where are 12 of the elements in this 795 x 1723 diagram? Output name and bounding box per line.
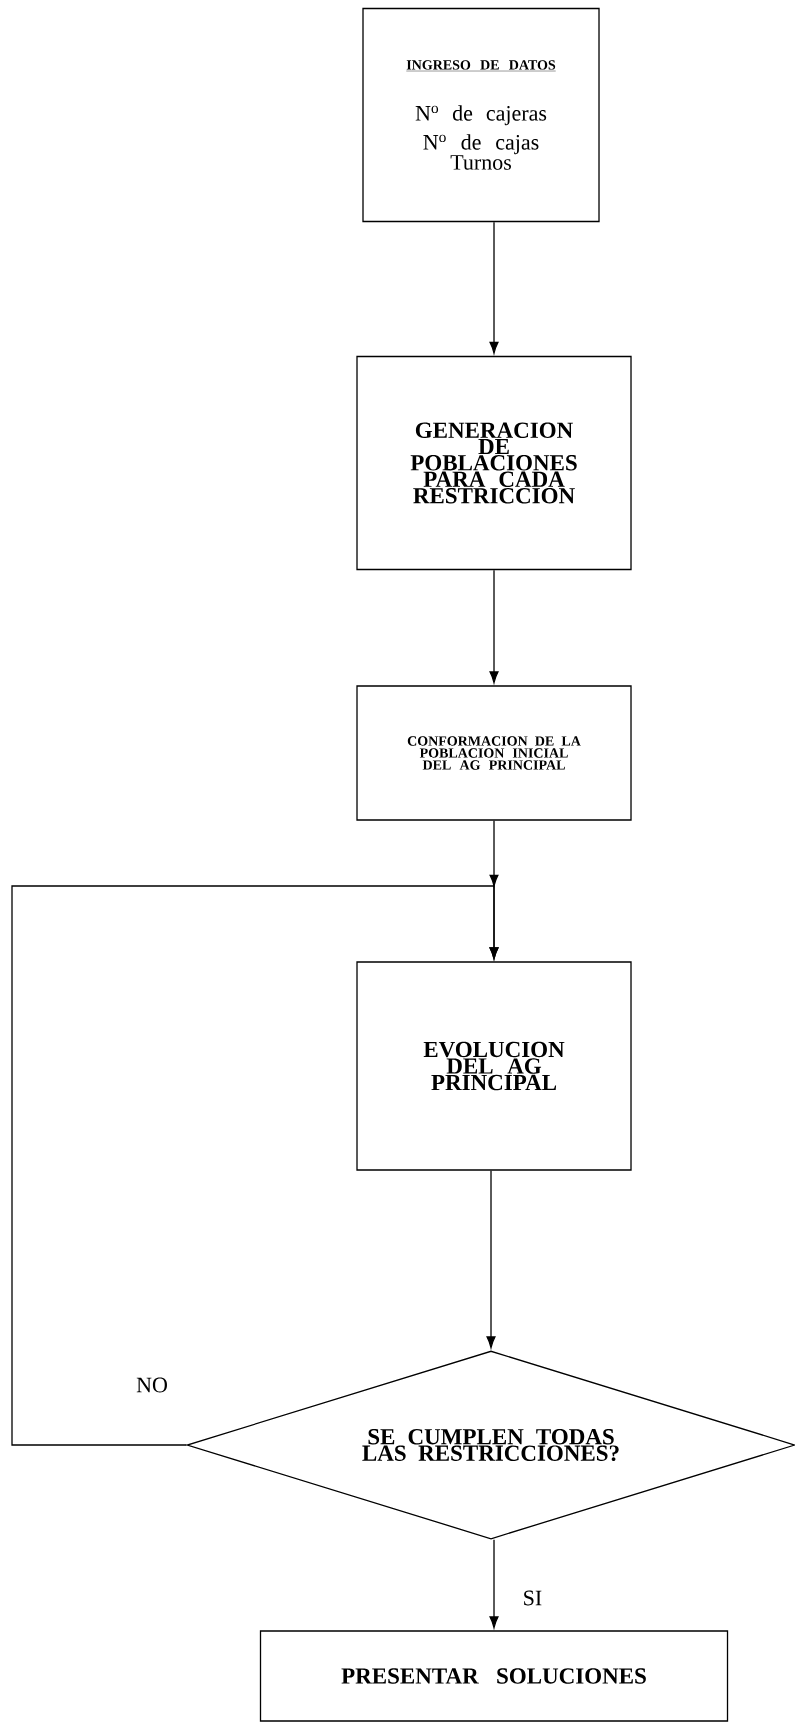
arrow bbox=[489, 569, 499, 684]
arrow bbox=[486, 1170, 496, 1349]
process-box: EVOLUCION DEL AG PRINCIPAL bbox=[356, 961, 632, 1171]
process-box: GENERACION DE POBLACIONES PARA CADA RESTRICCION bbox=[356, 355, 632, 571]
input-box: INGRESO DE DATOS N$^{o}$ de cajeras N$^{o}$ de cajas Turnos bbox=[362, 7, 600, 223]
process-box: CONFORMACION DE LA POBLACION INICIAL DEL AG PRINCIPAL bbox=[356, 685, 632, 821]
arrow bbox=[489, 1539, 499, 1629]
process-box: PRESENTAR SOLUCIONES bbox=[259, 1630, 729, 1722]
arrow bbox=[489, 221, 499, 354]
arrow bbox=[11, 874, 499, 1446]
edge-label: SI bbox=[520, 1588, 545, 1608]
edge-label: NO bbox=[134, 1375, 170, 1395]
